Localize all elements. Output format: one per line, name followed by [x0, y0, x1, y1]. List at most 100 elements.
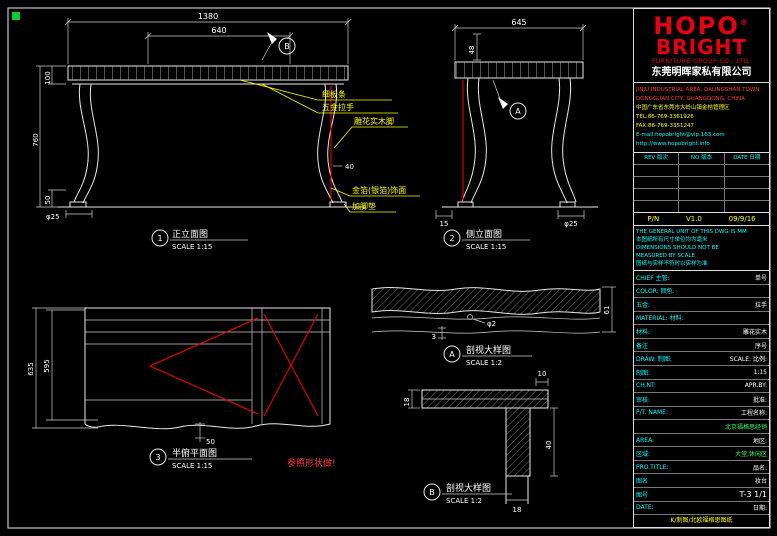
side-tabletop: [454, 61, 584, 79]
email: E-mail:hopobright@vip.163.com: [636, 132, 725, 138]
logo-text-hopo: HOPO: [653, 12, 740, 40]
leader-handle: 五金拉手: [322, 102, 354, 112]
address-en-1: JINJU INDUSTRIAL AREA, DALINGSHAN TOWN: [636, 87, 760, 93]
detail-b-side-band: [505, 407, 531, 477]
contact-block: JINJU INDUSTRIAL AREA, DALINGSHAN TOWN D…: [634, 83, 769, 153]
disclaimer-line: DIMENSIONS SHOULD NOT BE: [636, 245, 719, 251]
info-row-color: COLOR: 颜色:: [634, 285, 769, 299]
logo-bright: BRIGHT: [656, 35, 747, 59]
sheet-frame: [7, 7, 771, 529]
dim-top-thickness: 48: [468, 46, 476, 55]
rev-col-date: DATE 日期: [723, 153, 769, 164]
revision-row-empty: [634, 188, 769, 200]
info-row-scale-value: 制图:1:15: [634, 366, 769, 380]
detail-a-section: 61 φ2 3 A 剖视大样图 SCALE 1:2: [371, 286, 616, 367]
revision-table: REV 版次 NO 版本 DATE 日期: [634, 153, 769, 213]
telephone: TEL:86-769-3361926: [636, 114, 694, 120]
plan-outline: [84, 307, 331, 430]
dim-inner: 640: [211, 26, 226, 35]
detail-a-molding-profile: [371, 287, 601, 315]
leader-slats: 细板条: [322, 89, 346, 99]
detail-b-scale: SCALE 1:2: [446, 497, 482, 505]
dim-detail-a-height: 61: [603, 306, 611, 315]
plan-dimension-lines: [32, 307, 205, 442]
logo-subtitle: FURNITURE GROUP CO., LTD.: [651, 58, 752, 65]
view1-number: 1: [157, 234, 162, 243]
front-view-label: 1 正立面图 SCALE 1:15: [151, 228, 248, 251]
info-row-project-name: 北京福格思经销: [634, 420, 769, 434]
revision-row-empty: [634, 200, 769, 212]
rev-col-rev: REV 版次: [644, 155, 669, 161]
logo-hopo: HOPO®: [634, 12, 769, 40]
front-tabletop: [67, 65, 349, 81]
dim-plan-wave: 50: [206, 438, 215, 446]
plan-view: 595 635 50 参照形状做! 3 半俯平面图 SCALE 1:15: [27, 307, 336, 470]
view2-scale: SCALE 1:15: [466, 243, 506, 251]
view3-scale: SCALE 1:15: [172, 462, 212, 470]
view2-number: 2: [449, 234, 454, 243]
detail-a-letter: A: [449, 350, 455, 359]
info-row-project-label: P/T. NAME:工程名称:: [634, 407, 769, 421]
leader-gilt-finish: 金箔(银箔)饰面: [352, 185, 406, 195]
pn-label: P/N: [647, 215, 660, 223]
dim-leg: 40: [345, 163, 354, 171]
marker-b-letter: B: [284, 42, 290, 51]
fax: FAX:86-769-3351247: [636, 123, 695, 129]
revision-header: REV 版次 NO 版本 DATE 日期: [634, 153, 769, 164]
address-en-2: DONGGUAN CITY, GUANGDONG, CHINA: [636, 96, 745, 102]
dim-detail-a-dia: φ2: [487, 320, 496, 328]
info-row-product-title: PRO.TITLE:品名:: [634, 461, 769, 475]
dim-foot: 50: [44, 196, 52, 205]
address-cn: 中国广东省东莞市大岭山镇金桔管理区: [636, 105, 730, 111]
detail-a-label: A 剖视大样图 SCALE 1:2: [443, 344, 532, 367]
info-row-material: 材料:雕花实木: [634, 325, 769, 339]
rev-col-no: NO 版本: [678, 153, 723, 164]
disclaimer-line: 本图纸所有尺寸单位均为毫米: [636, 237, 708, 243]
marker-a-letter: A: [515, 107, 521, 116]
dim-width: 1380: [198, 12, 218, 21]
detail-b-title: 剖视大样图: [446, 482, 491, 494]
detail-a-title: 剖视大样图: [466, 344, 511, 356]
registered-mark: ®: [739, 18, 750, 27]
info-row-date: DATE:日期:: [634, 502, 769, 516]
view3-number: 3: [155, 453, 160, 462]
plan-red-note: 参照形状做!: [287, 457, 336, 469]
front-leader-lines: [239, 79, 420, 213]
revision-row-empty: [634, 164, 769, 176]
plan-view-label: 3 半俯平面图 SCALE 1:15: [149, 447, 252, 470]
dim-inset: 15: [440, 220, 449, 228]
pn-date: 09/9/16: [728, 215, 756, 223]
front-dimension-lines: [36, 18, 352, 218]
info-row-area-label: AREA:地区:: [634, 434, 769, 448]
plan-red-diagonals: [149, 313, 319, 417]
dim-detail-b-left: 18: [403, 398, 411, 407]
front-right-leg: [327, 83, 343, 203]
detail-b-section: 10 18 40 18 B 剖视大样图 SCALE 1:2: [403, 370, 558, 514]
dim-apron: 100: [44, 71, 52, 84]
disclaimer-line: 图纸与实样不符时以实样为准: [636, 261, 708, 267]
plot-mark: [12, 12, 20, 20]
info-rows: CHIEF 主管:单号 COLOR: 颜色: 五金:拉手 MATERIAL: 材…: [634, 271, 769, 516]
view3-title: 半俯平面图: [172, 447, 217, 459]
side-left-leg: [461, 77, 476, 203]
detail-a-dimension-lines: [438, 286, 616, 340]
info-row-draw-scale: DRAW: 制图:SCALE: 比例:: [634, 352, 769, 366]
part-number-row: P/N V1.0 09/9/16: [634, 213, 769, 226]
dim-detail-b-right: 40: [545, 441, 553, 450]
leader-foot-pad: 加脚垫: [352, 201, 376, 211]
company-name-cn: 东莞明晖家私有限公司: [651, 67, 752, 78]
dim-detail-b-bottom: 18: [513, 506, 522, 514]
revision-row-empty: [634, 176, 769, 188]
info-row-check-approve-en: CH.NT:APR.BY:: [634, 380, 769, 394]
detail-b-label: B 剖视大样图 SCALE 1:2: [423, 482, 512, 505]
disclaimer-block: THE GENERAL UNIT OF THIS DWG IS MM 本图纸所有…: [634, 226, 769, 271]
view1-scale: SCALE 1:15: [172, 243, 212, 251]
dim-height: 760: [32, 133, 40, 146]
dim-depth: 645: [511, 18, 526, 27]
front-elevation-view: 1380 640 100 760 50 40 φ25 细板条 五金拉手 雕花实木…: [32, 12, 420, 251]
dim-plan-outer: 635: [27, 362, 35, 375]
pn-version: V1.0: [685, 215, 702, 223]
